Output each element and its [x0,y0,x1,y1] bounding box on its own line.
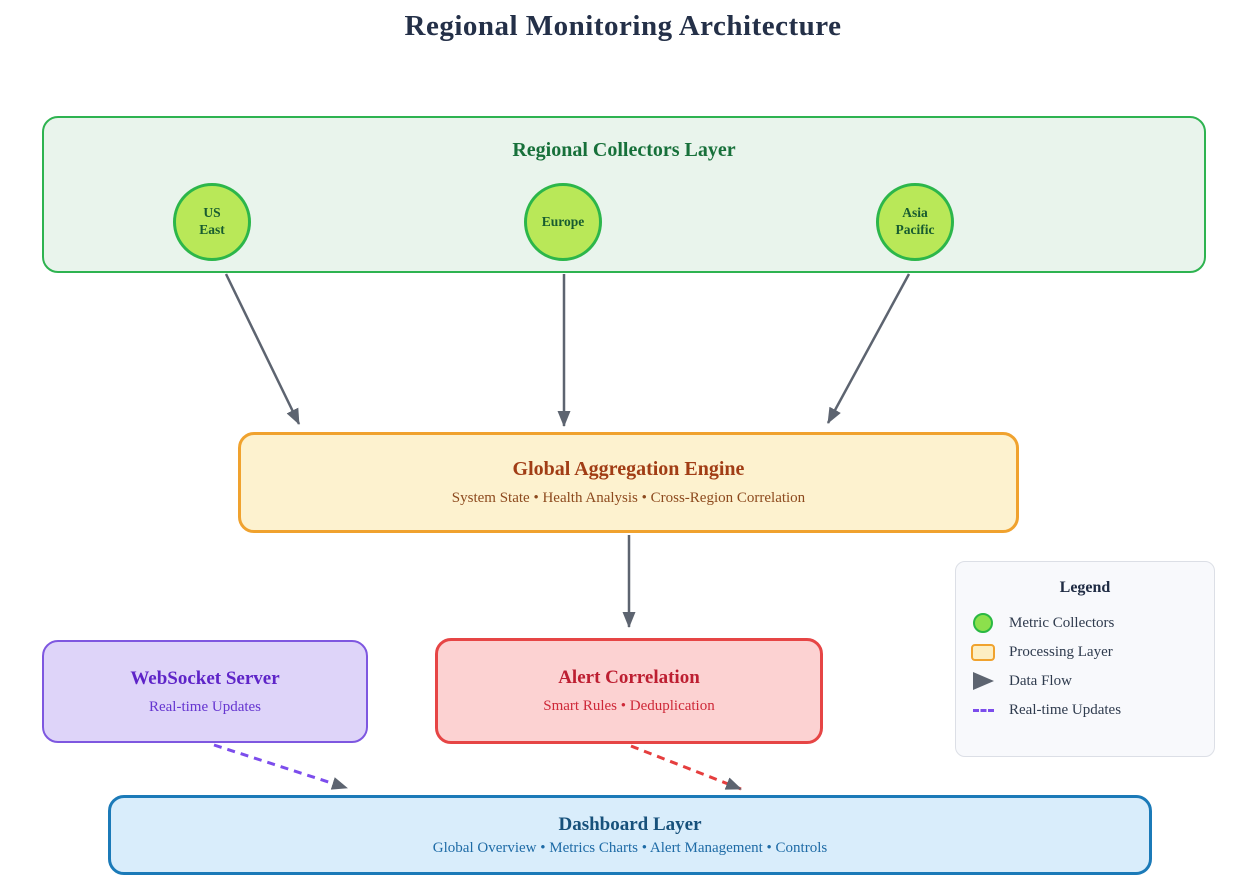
websocket-title: WebSocket Server [130,667,280,689]
dashed-line-alert-to-dashboard [630,744,742,791]
legend-item-metric-collectors: Metric Collectors [970,611,1214,635]
alert-correlation: Alert Correlation Smart Rules • Deduplic… [435,638,823,744]
realtime-updates-dash-icon [970,708,996,712]
aggregation-title: Global Aggregation Engine [512,458,745,480]
legend-item-label: Data Flow [1009,672,1072,689]
diagram-title: Regional Monitoring Architecture [404,10,842,42]
collector-node-us-east: US East [173,183,251,261]
legend-item-label: Processing Layer [1009,643,1113,660]
arrow-asia-pacific-to-aggregation [826,273,911,424]
alert-title: Alert Correlation [558,667,700,688]
legend: Legend Metric Collectors Processing Laye… [955,561,1215,757]
dashboard-subtitle: Global Overview • Metrics Charts • Alert… [432,839,828,856]
legend-item-processing-layer: Processing Layer [970,640,1214,664]
collector-node-label: Europe [541,213,585,229]
metric-collector-circle-icon [970,613,996,633]
collectors-layer-title: Regional Collectors Layer [512,139,736,161]
data-flow-arrow-icon [970,672,996,690]
aggregation-subtitle: System State • Health Analysis • Cross-R… [451,490,806,506]
legend-item-label: Metric Collectors [1009,614,1115,631]
legend-items: Metric Collectors Processing Layer Data … [970,611,1214,722]
legend-item-data-flow: Data Flow [970,669,1214,693]
collector-node-asia-pacific: Asia Pacific [876,183,954,261]
collector-node-label: Asia Pacific [895,205,935,237]
legend-title: Legend [1059,579,1111,596]
websocket-server: WebSocket Server Real-time Updates [42,640,368,743]
dashboard-title: Dashboard Layer [558,813,702,835]
collector-node-label: US East [199,205,225,237]
dashed-line-websocket-to-dashboard [213,743,348,790]
dashboard-layer: Dashboard Layer Global Overview • Metric… [108,795,1152,875]
legend-item-realtime-updates: Real-time Updates [970,698,1214,722]
processing-layer-box-icon [970,643,996,661]
collector-node-europe: Europe [524,183,602,261]
arrow-us-east-to-aggregation [224,273,301,425]
alert-subtitle: Smart Rules • Deduplication [543,698,715,714]
legend-item-label: Real-time Updates [1009,701,1122,718]
websocket-subtitle: Real-time Updates [148,698,262,715]
global-aggregation-engine: Global Aggregation Engine System State •… [238,432,1019,533]
